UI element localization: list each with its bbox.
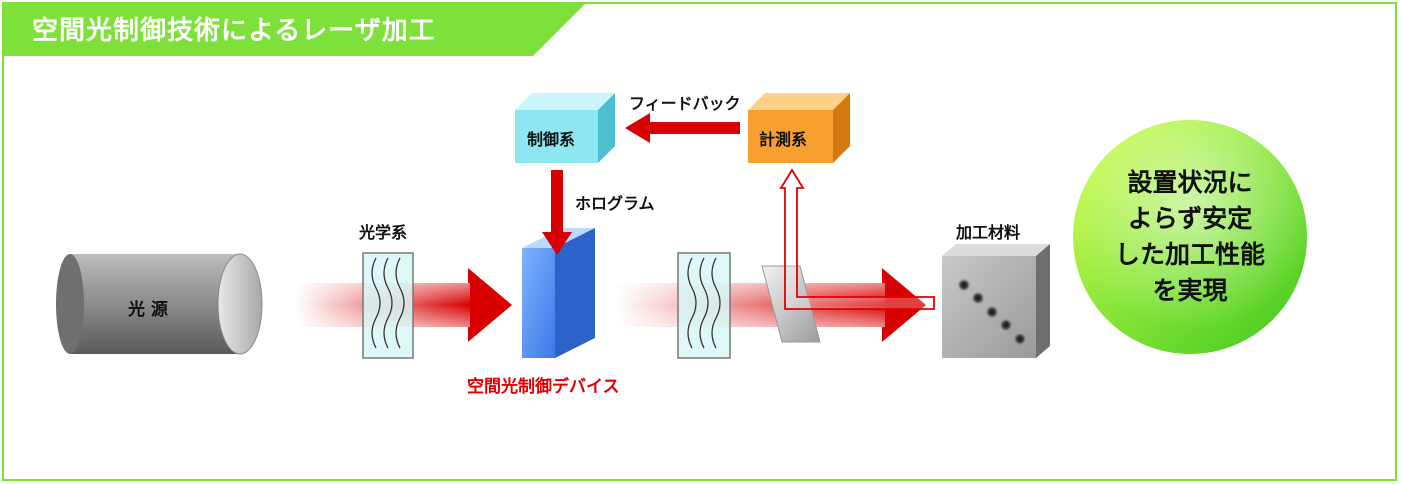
light-source — [56, 253, 263, 355]
hologram-label: ホログラム — [575, 194, 655, 213]
light-source-label: 光 源 — [128, 300, 168, 320]
material-label: 加工材料 — [956, 223, 1021, 242]
measure-box — [748, 93, 850, 163]
work-material — [942, 244, 1050, 358]
optics-lens-1 — [362, 252, 414, 359]
control-label: 制御系 — [527, 130, 576, 149]
feedback-label: フィードバック — [629, 94, 741, 113]
result-line: を実現 — [1152, 276, 1228, 305]
feedback-arrow — [625, 113, 740, 143]
laser-beam-output — [615, 268, 926, 342]
hologram-arrow — [542, 170, 572, 255]
result-text: 設置状況に よらず安定 した加工性能 を実現 — [1075, 122, 1305, 352]
page-title: 空間光制御技術によるレーザ加工 — [32, 16, 436, 46]
optics-lens-2 — [677, 252, 731, 359]
control-box — [515, 93, 615, 163]
spatial-light-device — [522, 228, 595, 358]
optics-label: 光学系 — [359, 223, 408, 242]
feedback-path-arrow — [779, 168, 935, 310]
result-circle — [1073, 120, 1307, 354]
beam-splitter — [761, 265, 821, 343]
header-tab — [2, 2, 587, 56]
result-line: 設置状況に — [1127, 168, 1253, 197]
result-line: した加工性能 — [1114, 240, 1265, 269]
device-label: 空間光制御デバイス — [467, 377, 620, 397]
measure-label: 計測系 — [759, 130, 808, 149]
result-line: よらず安定 — [1127, 204, 1253, 233]
